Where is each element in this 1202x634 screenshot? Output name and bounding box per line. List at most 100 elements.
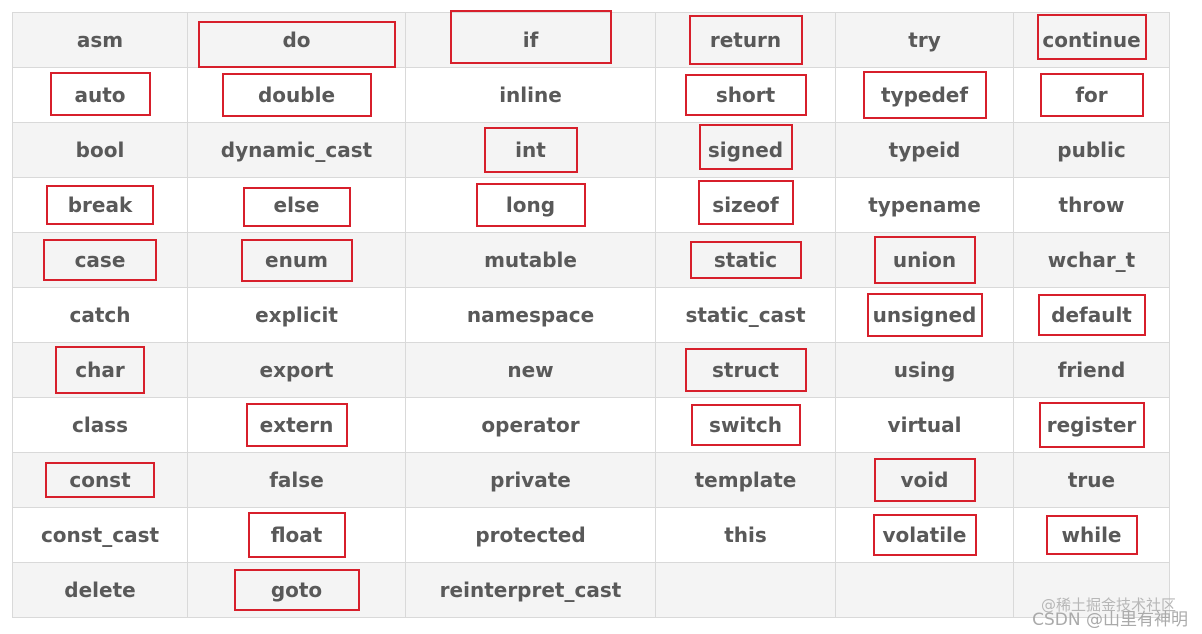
table-row: auto double inline short typedef for bbox=[12, 67, 1170, 123]
keyword-text: case bbox=[74, 248, 126, 272]
keyword-cell: const bbox=[12, 452, 188, 508]
keyword-text: static bbox=[713, 248, 778, 272]
keyword-cell: enum bbox=[187, 232, 406, 288]
keyword-cell: return bbox=[655, 12, 836, 68]
keyword-cell: explicit bbox=[187, 287, 406, 343]
keyword-text: mutable bbox=[484, 248, 577, 272]
keyword-text: signed bbox=[707, 138, 784, 162]
keyword-text: short bbox=[715, 83, 776, 107]
keyword-cell: operator bbox=[405, 397, 656, 453]
keyword-cell: continue bbox=[1013, 12, 1170, 68]
keyword-cell: wchar_t bbox=[1013, 232, 1170, 288]
keyword-cell: protected bbox=[405, 507, 656, 563]
table-row: break else long sizeof typename throw bbox=[12, 177, 1170, 233]
keyword-cell: typedef bbox=[835, 67, 1014, 123]
keyword-cell: char bbox=[12, 342, 188, 398]
keyword-cell: static_cast bbox=[655, 287, 836, 343]
keyword-cell: true bbox=[1013, 452, 1170, 508]
keyword-cell: unsigned bbox=[835, 287, 1014, 343]
keyword-cell: struct bbox=[655, 342, 836, 398]
keyword-cell: virtual bbox=[835, 397, 1014, 453]
keyword-cell: class bbox=[12, 397, 188, 453]
keyword-text: delete bbox=[64, 578, 136, 602]
keyword-text: float bbox=[270, 523, 323, 547]
keyword-text: do bbox=[282, 28, 311, 52]
keyword-cell: typeid bbox=[835, 122, 1014, 178]
keyword-text: continue bbox=[1042, 28, 1141, 52]
keyword-cell: default bbox=[1013, 287, 1170, 343]
keyword-cell: dynamic_cast bbox=[187, 122, 406, 178]
keyword-text: if bbox=[522, 28, 539, 52]
keyword-text: default bbox=[1051, 303, 1132, 327]
keyword-text: dynamic_cast bbox=[220, 138, 373, 162]
keyword-text: typename bbox=[868, 193, 981, 217]
keyword-text: unsigned bbox=[872, 303, 977, 327]
keyword-text: static_cast bbox=[685, 303, 806, 327]
keyword-text: struct bbox=[712, 358, 779, 382]
keyword-cell: this bbox=[655, 507, 836, 563]
keyword-cell: try bbox=[835, 12, 1014, 68]
keyword-text: false bbox=[269, 468, 324, 492]
keyword-cell: short bbox=[655, 67, 836, 123]
keyword-cell: false bbox=[187, 452, 406, 508]
keyword-text: new bbox=[507, 358, 554, 382]
watermark-site: @稀土掘金技术社区 bbox=[1040, 596, 1176, 614]
keyword-cell: static bbox=[655, 232, 836, 288]
keyword-text: wchar_t bbox=[1047, 248, 1136, 272]
keyword-cell: delete bbox=[12, 562, 188, 618]
keyword-cell: do bbox=[187, 12, 406, 68]
keyword-text: namespace bbox=[466, 303, 595, 327]
keyword-cell: double bbox=[187, 67, 406, 123]
keyword-text: extern bbox=[259, 413, 334, 437]
empty-cell bbox=[655, 562, 836, 618]
keyword-cell: export bbox=[187, 342, 406, 398]
keyword-text: true bbox=[1067, 468, 1116, 492]
keyword-cell: for bbox=[1013, 67, 1170, 123]
keyword-text: else bbox=[273, 193, 320, 217]
keyword-cell: typename bbox=[835, 177, 1014, 233]
keyword-cell: using bbox=[835, 342, 1014, 398]
keyword-cell: throw bbox=[1013, 177, 1170, 233]
keyword-text: enum bbox=[265, 248, 328, 272]
keyword-cell: void bbox=[835, 452, 1014, 508]
keyword-cell: inline bbox=[405, 67, 656, 123]
keyword-cell: catch bbox=[12, 287, 188, 343]
keyword-text: switch bbox=[709, 413, 782, 437]
keyword-cell: asm bbox=[12, 12, 188, 68]
keyword-cell: bool bbox=[12, 122, 188, 178]
keyword-text: inline bbox=[499, 83, 562, 107]
keyword-text: auto bbox=[74, 83, 126, 107]
keyword-cell: sizeof bbox=[655, 177, 836, 233]
keyword-cell: switch bbox=[655, 397, 836, 453]
keyword-text: void bbox=[900, 468, 949, 492]
keyword-cell: while bbox=[1013, 507, 1170, 563]
keyword-cell: else bbox=[187, 177, 406, 233]
keyword-cell: volatile bbox=[835, 507, 1014, 563]
keyword-text: for bbox=[1075, 83, 1108, 107]
keyword-cell: case bbox=[12, 232, 188, 288]
keyword-cell: namespace bbox=[405, 287, 656, 343]
keyword-text: sizeof bbox=[712, 193, 779, 217]
keyword-cell: friend bbox=[1013, 342, 1170, 398]
keyword-text: break bbox=[67, 193, 133, 217]
keyword-cell: long bbox=[405, 177, 656, 233]
empty-cell bbox=[835, 562, 1014, 618]
keyword-text: class bbox=[71, 413, 128, 437]
keyword-text: protected bbox=[475, 523, 586, 547]
keyword-text: asm bbox=[76, 28, 124, 52]
keyword-cell: const_cast bbox=[12, 507, 188, 563]
keyword-text: operator bbox=[481, 413, 580, 437]
keyword-text: template bbox=[694, 468, 797, 492]
keyword-text: register bbox=[1046, 413, 1137, 437]
keyword-cell: mutable bbox=[405, 232, 656, 288]
keyword-cell: goto bbox=[187, 562, 406, 618]
empty-cell bbox=[1013, 562, 1170, 618]
